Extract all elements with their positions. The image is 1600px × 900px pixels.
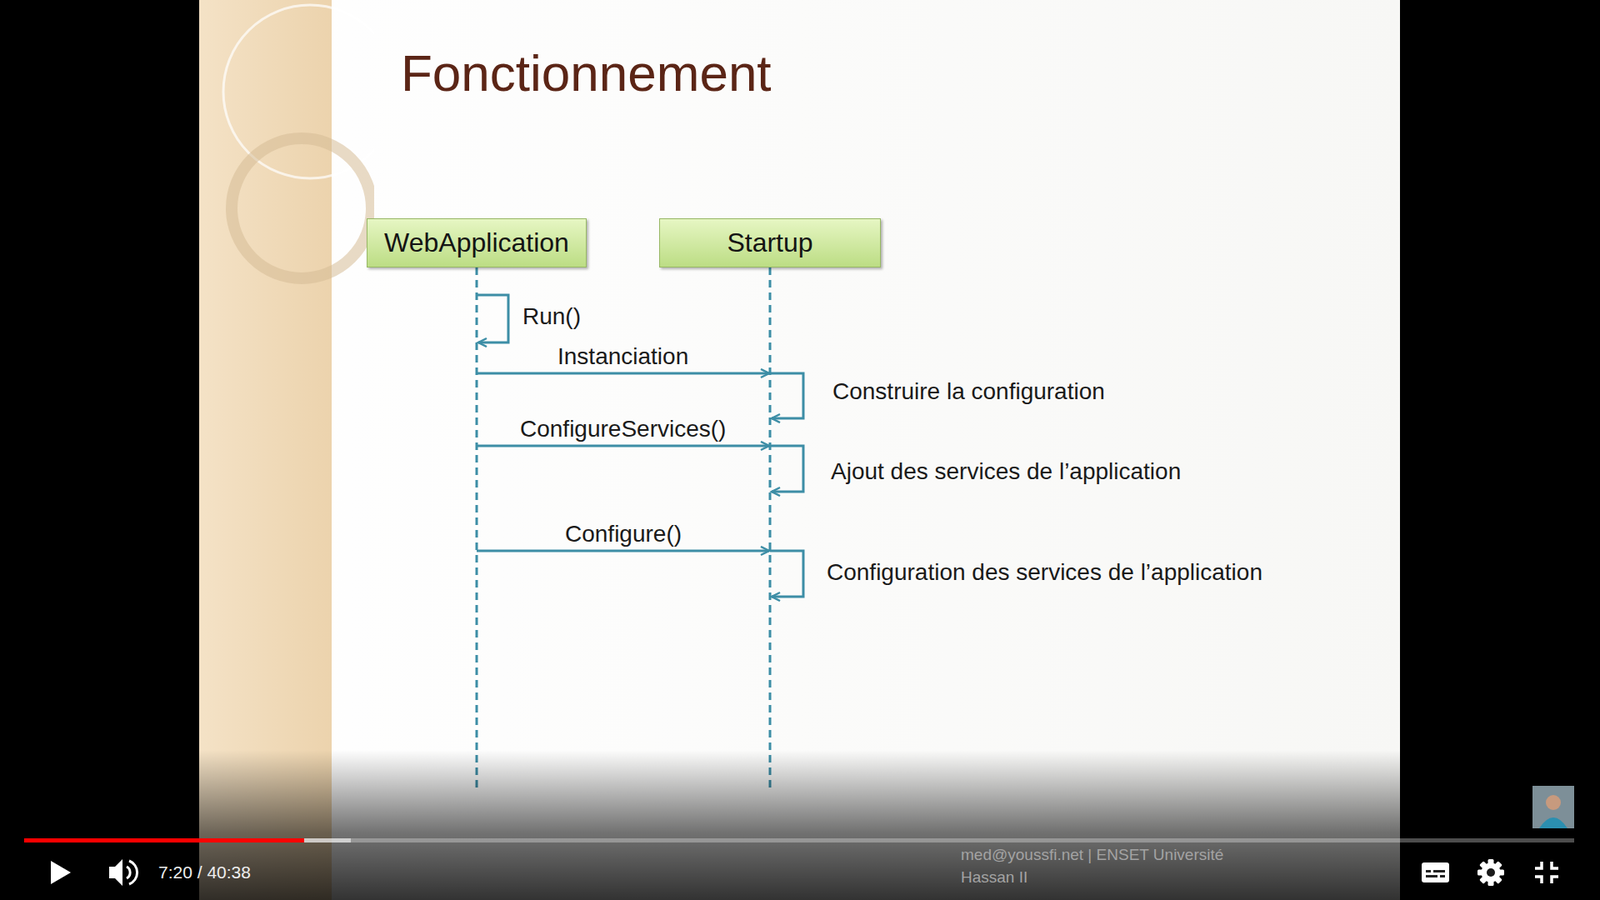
corner-bracket (1551, 861, 1559, 869)
gear-body (1481, 863, 1501, 883)
message-label: Configure() (565, 520, 682, 549)
corner-bracket (1535, 876, 1542, 884)
message-label: Instanciation (557, 342, 689, 371)
self-message-arrow (770, 373, 804, 419)
self-message-arrow (476, 295, 509, 343)
box-label: WebApplication (384, 227, 570, 259)
progress-buffered (24, 838, 351, 843)
decor-ring (231, 138, 372, 279)
progress-played (24, 838, 305, 843)
step-note: Construire la configuration (832, 377, 1105, 406)
subtitles-line (1440, 875, 1445, 878)
subtitles-frame (1421, 862, 1450, 883)
fullscreen-exit-icon (1535, 861, 1559, 884)
message-label: ConfigureServices() (520, 415, 726, 444)
self-message-arrow (770, 550, 804, 597)
sound-wave (126, 866, 130, 879)
lifeline-header-box: Startup (659, 218, 881, 268)
speaker-shape (109, 859, 123, 886)
slide-footer: med@youssfi.net | ENSET Université Hassa… (960, 843, 1271, 889)
message-arrow (476, 372, 770, 375)
gear-hole (1486, 868, 1495, 877)
subtitles-line (1425, 875, 1438, 878)
channel-avatar (1532, 785, 1575, 829)
lifeline (769, 267, 772, 791)
corner-bracket (1551, 876, 1559, 884)
sound-wave (129, 860, 138, 885)
play-icon (50, 860, 71, 885)
decor-circles (223, 5, 375, 279)
corner-bracket (1535, 861, 1542, 869)
lifeline (475, 267, 479, 791)
subtitles-line (1433, 870, 1445, 873)
avatar-frame (1532, 785, 1575, 829)
avatar-head (1545, 795, 1561, 810)
subtitles-line (1425, 870, 1431, 873)
video-time: 7:20 / 40:38 (158, 861, 251, 884)
self-message-arrow (770, 445, 804, 492)
settings-icon (1477, 859, 1505, 886)
subtitles-icon (1421, 862, 1450, 883)
avatar-body (1539, 817, 1568, 829)
volume-icon (109, 859, 138, 886)
message-arrow (476, 550, 770, 553)
step-note: Ajout des services de l’application (830, 457, 1181, 486)
slide-title: Fonctionnement (400, 45, 772, 102)
box-label: Startup (726, 227, 813, 259)
message-arrow (476, 445, 770, 448)
lifeline-header-box: WebApplication (366, 218, 587, 268)
gear-teeth (1477, 859, 1505, 886)
step-note: Run() (522, 302, 581, 331)
progress-track (24, 838, 1575, 843)
step-note: Configuration des services de l’applicat… (826, 558, 1263, 587)
